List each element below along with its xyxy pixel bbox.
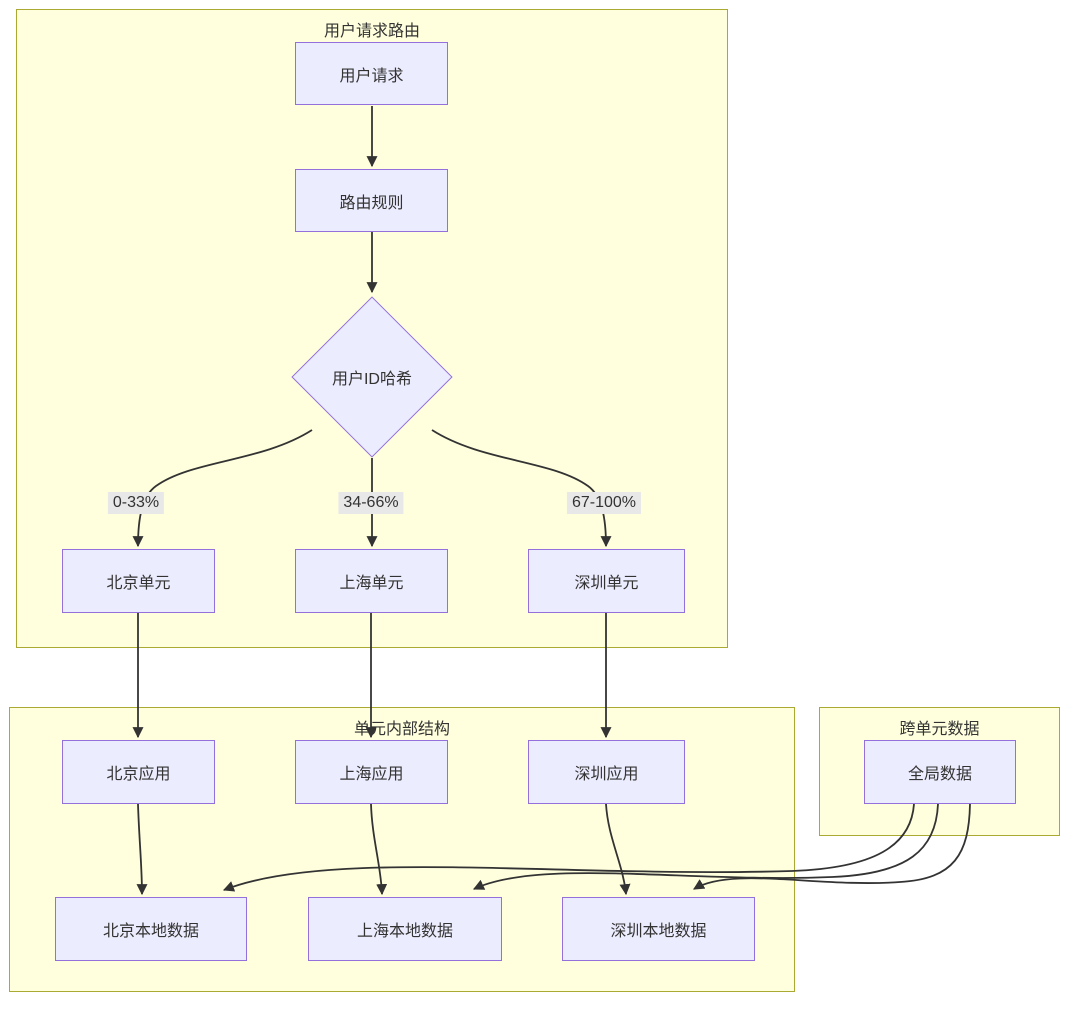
node-shenzhen-local-data: 深圳本地数据: [562, 897, 755, 961]
node-routing-rules-label: 路由规则: [339, 194, 404, 212]
edge-shanghai-app-to-shanghai-local: [370, 803, 388, 896]
edge-hash-to-shenzhen-unit: [431, 429, 612, 548]
node-beijing-local-data-label: 北京本地数据: [102, 923, 199, 940]
edge-shenzhen-app-to-shenzhen-local: [605, 803, 631, 896]
node-shanghai-unit-label: 上海单元: [339, 575, 404, 592]
subgraph-title-user-request-routing: 用户请求路由: [323, 23, 420, 40]
node-global-data-label: 全局数据: [907, 766, 972, 783]
node-global-data: 全局数据: [864, 740, 1016, 804]
edge-label-range-67-100: 67-100%: [566, 492, 642, 514]
node-shanghai-unit: 上海单元: [295, 549, 448, 613]
node-user-id-hash-label: 用户ID哈希: [331, 371, 412, 388]
node-shenzhen-unit-label: 深圳单元: [574, 575, 639, 592]
node-shanghai-local-data-label: 上海本地数据: [356, 923, 453, 940]
node-routing-rules: 路由规则: [295, 169, 448, 232]
node-user-request-label: 用户请求: [339, 67, 404, 85]
node-shenzhen-app: 深圳应用: [528, 740, 685, 804]
edge-label-range-34-66: 34-66%: [338, 492, 404, 514]
edge-global-data-to-shenzhen-local: [693, 803, 971, 890]
node-beijing-local-data: 北京本地数据: [55, 897, 247, 961]
node-shanghai-local-data: 上海本地数据: [308, 897, 502, 961]
node-shanghai-app-label: 上海应用: [339, 766, 404, 783]
node-beijing-unit-label: 北京单元: [106, 575, 171, 592]
node-user-request: 用户请求: [295, 42, 448, 105]
node-shenzhen-unit: 深圳单元: [528, 549, 685, 613]
subgraph-title-unit-internal-structure: 单元内部结构: [353, 721, 450, 738]
node-shanghai-app: 上海应用: [295, 740, 448, 804]
node-shenzhen-app-label: 深圳应用: [574, 766, 639, 783]
edge-global-data-to-beijing-local: [222, 803, 915, 892]
edge-label-range-0-33: 0-33%: [107, 492, 165, 514]
node-beijing-app-label: 北京应用: [106, 766, 171, 783]
edge-global-data-to-shanghai-local: [473, 803, 939, 890]
node-beijing-unit: 北京单元: [62, 549, 215, 613]
subgraph-title-cross-unit-data: 跨单元数据: [899, 721, 980, 738]
node-beijing-app: 北京应用: [62, 740, 215, 804]
node-shenzhen-local-data-label: 深圳本地数据: [610, 923, 707, 940]
edge-hash-to-beijing-unit: [132, 429, 313, 548]
edge-beijing-app-to-beijing-local: [136, 803, 148, 896]
